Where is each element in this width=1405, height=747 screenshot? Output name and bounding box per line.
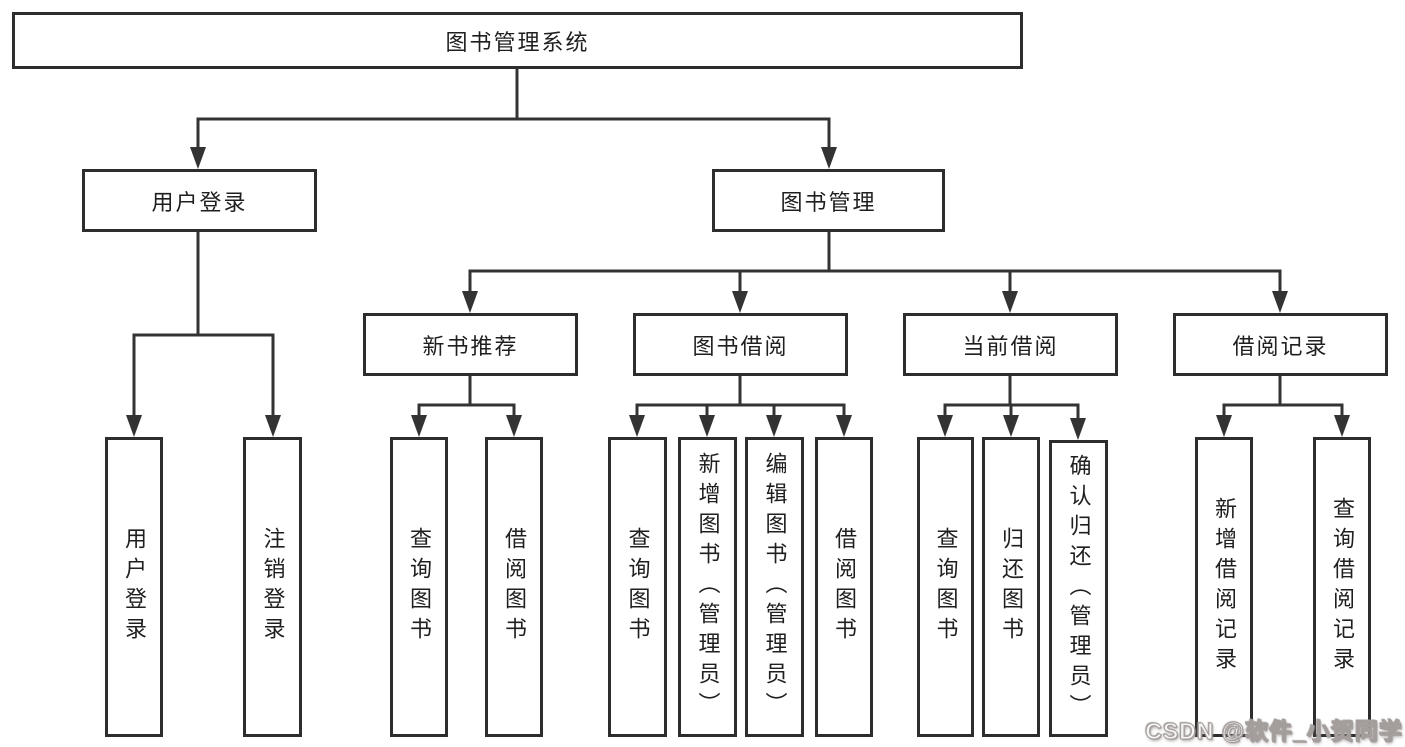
node-label: 注销登录 bbox=[260, 527, 286, 647]
node-query-books-current: 查询图书 bbox=[917, 437, 974, 737]
node-label: 图书借阅 bbox=[692, 333, 789, 359]
node-label: 借阅图书 bbox=[832, 527, 857, 647]
node-label: 图书管理 bbox=[780, 189, 877, 215]
arrowhead-down-icon bbox=[506, 415, 522, 437]
node-label: 归还图书 bbox=[999, 527, 1024, 647]
node-label: 新增借阅记录 bbox=[1212, 497, 1237, 677]
node-new-book-recommend: 新书推荐 bbox=[363, 313, 578, 376]
arrowhead-down-icon bbox=[629, 415, 645, 437]
node-book-management: 图书管理 bbox=[712, 169, 945, 232]
node-label: 用户登录 bbox=[151, 189, 248, 215]
arrowhead-down-icon bbox=[411, 415, 427, 437]
csdn-watermark: CSDN @软件_小贺同学 bbox=[1145, 718, 1403, 745]
node-label: 借阅图书 bbox=[502, 527, 527, 647]
node-current-borrowing: 当前借阅 bbox=[903, 313, 1118, 376]
arrowhead-down-icon bbox=[190, 147, 206, 169]
node-label: 新书推荐 bbox=[422, 333, 519, 359]
node-user-login-leaf: 用户登录 bbox=[105, 437, 163, 737]
arrowhead-down-icon bbox=[1272, 291, 1288, 313]
node-label: 查询图书 bbox=[407, 527, 432, 647]
node-user-login: 用户登录 bbox=[82, 169, 317, 232]
node-add-borrow-record: 新增借阅记录 bbox=[1195, 437, 1253, 737]
node-label: 图书管理系统 bbox=[445, 29, 590, 55]
node-query-books-recommend: 查询图书 bbox=[390, 437, 448, 737]
arrowhead-down-icon bbox=[821, 147, 837, 169]
arrowhead-down-icon bbox=[766, 415, 782, 437]
arrowhead-down-icon bbox=[836, 415, 852, 437]
arrowhead-down-icon bbox=[699, 415, 715, 437]
node-label: 查询图书 bbox=[625, 527, 651, 647]
node-edit-books-admin: 编辑图书（管理员） bbox=[745, 437, 804, 737]
node-borrowing-records: 借阅记录 bbox=[1173, 313, 1388, 376]
node-label: 查询借阅记录 bbox=[1330, 497, 1355, 677]
node-label: 确认归还（管理员） bbox=[1066, 453, 1092, 724]
node-label: 当前借阅 bbox=[962, 333, 1059, 359]
node-borrow-books-recommend: 借阅图书 bbox=[485, 437, 543, 737]
node-return-books: 归还图书 bbox=[982, 437, 1040, 737]
arrowhead-down-icon bbox=[1002, 291, 1018, 313]
node-book-borrowing: 图书借阅 bbox=[633, 313, 848, 376]
node-add-books-admin: 新增图书（管理员） bbox=[678, 437, 737, 737]
node-borrow-books-borrowing: 借阅图书 bbox=[815, 437, 873, 737]
arrowhead-down-icon bbox=[1334, 415, 1350, 437]
node-root: 图书管理系统 bbox=[12, 12, 1023, 69]
arrowhead-down-icon bbox=[1216, 415, 1232, 437]
arrowhead-down-icon bbox=[1070, 418, 1086, 440]
node-label: 编辑图书（管理员） bbox=[762, 452, 788, 722]
node-label: 查询图书 bbox=[933, 527, 959, 647]
node-label: 用户登录 bbox=[122, 527, 147, 647]
node-confirm-return-admin: 确认归还（管理员） bbox=[1049, 440, 1108, 737]
arrowhead-down-icon bbox=[126, 415, 142, 437]
node-query-borrow-record: 查询借阅记录 bbox=[1313, 437, 1371, 737]
arrowhead-down-icon bbox=[732, 291, 748, 313]
arrowhead-down-icon bbox=[265, 415, 281, 437]
node-logout-leaf: 注销登录 bbox=[243, 437, 302, 737]
arrowhead-down-icon bbox=[937, 415, 953, 437]
arrowhead-down-icon bbox=[1003, 415, 1019, 437]
node-query-books-borrowing: 查询图书 bbox=[608, 437, 667, 737]
node-label: 借阅记录 bbox=[1232, 333, 1329, 359]
node-label: 新增图书（管理员） bbox=[695, 452, 721, 722]
arrowhead-down-icon bbox=[462, 291, 478, 313]
